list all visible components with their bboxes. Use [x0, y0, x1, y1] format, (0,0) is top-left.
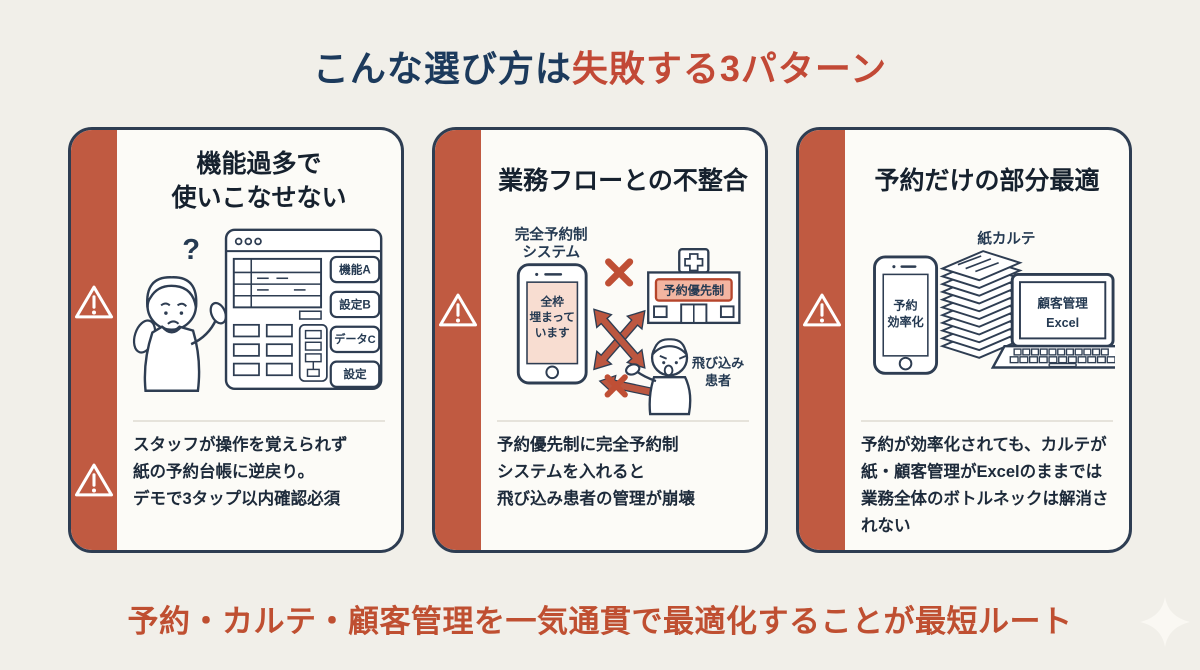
booking-phone: 予約 効率化 — [873, 255, 939, 375]
page-title-highlight: 失敗する3パターン — [571, 48, 888, 89]
laptop-screen-line: Excel — [1046, 316, 1079, 330]
card3-desc-line: 紙・顧客管理がExcelのままでは — [861, 463, 1103, 481]
hospital-sign-label: 予約優先制 — [664, 283, 725, 298]
feature-button-label: 機能A — [339, 262, 371, 276]
mini-table — [232, 257, 323, 320]
patient-label-line: 飛び込み — [691, 354, 744, 370]
phone-screen-line: います — [535, 326, 570, 339]
x-mark-icon — [605, 258, 634, 287]
footer-message: 予約・カルテ・顧客管理を一気通貫で最適化することが最短ルート — [127, 604, 1073, 639]
card3-desc-line: 業務全体のボトルネックは解消さ — [861, 490, 1109, 508]
card1-title: 機能過多で 使いこなせない — [131, 142, 387, 220]
laptop-keyboard — [1009, 348, 1115, 368]
failure-pattern-cards: 機能過多で 使いこなせない ? — [68, 127, 1132, 553]
card2-desc-line: 予約優先制に完全予約制 — [497, 436, 679, 454]
warning-icon — [802, 293, 842, 327]
card2-divider — [497, 420, 749, 422]
card3-illustration: 紙カルテ 予約 効率化 — [859, 220, 1115, 418]
paper-chart-label: 紙カルテ — [977, 229, 1035, 247]
paper-chart-stack — [941, 250, 1021, 359]
card1-desc-line: スタッフが操作を覚えられず — [133, 436, 348, 454]
card1-desc-line: デモで3タップ以内確認必須 — [133, 490, 341, 508]
feature-button-label: データC — [334, 332, 375, 346]
laptop-screen-line: 顧客管理 — [1037, 295, 1088, 310]
card3-description: 予約が効率化されても、カルテが 紙・顧客管理がExcelのままでは 業務全体のボ… — [859, 422, 1115, 540]
phone-screen-line: 効率化 — [887, 314, 923, 329]
card-partial-optimization: 予約だけの部分最適 紙カルテ 予約 効率化 — [796, 127, 1132, 553]
clinic-building: 予約優先制 — [647, 248, 741, 325]
card2-warning-sidebar — [435, 130, 481, 550]
card1-desc-line: 紙の予約台帳に逆戻り。 — [133, 463, 315, 481]
card1-illustration: ? — [131, 220, 387, 418]
card-workflow-mismatch: 業務フローとの不整合 完全予約制 システム 全枠 埋まって います — [432, 127, 768, 553]
window-dot — [254, 237, 262, 246]
feature-button-label: 設定B — [339, 297, 371, 311]
conflict-arrows — [593, 258, 655, 398]
mini-flow-panel — [298, 323, 328, 382]
phone-screen-line: 埋まって — [529, 310, 574, 324]
window-dot — [234, 237, 243, 246]
card1-description: スタッフが操作を覚えられず 紙の予約台帳に逆戻り。 デモで3タップ以内確認必須 — [131, 422, 387, 513]
card3-warning-sidebar — [799, 130, 845, 550]
double-arrow — [593, 308, 646, 369]
card2-desc-line: システムを入れると — [497, 463, 646, 481]
confused-woman-figure — [132, 276, 227, 392]
card3-content: 予約だけの部分最適 紙カルテ 予約 効率化 — [845, 130, 1129, 550]
card1-title-line2: 使いこなせない — [171, 184, 347, 212]
patient-label-line: 患者 — [705, 372, 731, 388]
card3-desc-line: 予約が効率化されても、カルテが — [861, 436, 1107, 454]
mini-buttons-grid — [232, 323, 293, 377]
phone-label-line: システム — [522, 245, 580, 261]
card3-desc-line: れない — [861, 517, 911, 535]
card3-title-line1: 予約だけの部分最適 — [874, 167, 1100, 195]
card1-content: 機能過多で 使いこなせない ? — [117, 130, 401, 550]
question-mark: ? — [182, 234, 200, 266]
workflow-mismatch-illustration: 完全予約制 システム 全枠 埋まって います — [515, 225, 744, 416]
phone-screen-line: 全枠 — [540, 294, 565, 308]
card-feature-overload: 機能過多で 使いこなせない ? — [68, 127, 404, 553]
walk-in-patient-figure — [625, 338, 692, 416]
card3-divider — [861, 420, 1113, 422]
phone-screen-line: 予約 — [893, 297, 917, 312]
warning-icon — [438, 293, 478, 327]
card2-title: 業務フローとの不整合 — [495, 142, 751, 220]
card2-illustration: 完全予約制 システム 全枠 埋まって います — [495, 220, 751, 418]
warning-icon — [74, 463, 114, 497]
warning-icon — [74, 285, 114, 319]
crm-laptop: 顧客管理 Excel — [990, 272, 1115, 369]
card2-title-line1: 業務フローとの不整合 — [498, 167, 748, 195]
card2-desc-line: 飛び込み患者の管理が崩壊 — [497, 490, 695, 508]
app-window: 機能A 設定B データC 設定 — [224, 228, 383, 391]
feature-button-label: 設定 — [343, 367, 367, 381]
feature-buttons: 機能A 設定B データC 設定 — [329, 255, 381, 388]
card1-title-line1: 機能過多で — [196, 150, 322, 178]
medical-cross-icon — [684, 253, 704, 272]
x-mark-icon — [604, 374, 628, 398]
card2-content: 業務フローとの不整合 完全予約制 システム 全枠 埋まって います — [481, 130, 765, 550]
confused-staff-illustration: ? — [132, 228, 383, 392]
card2-description: 予約優先制に完全予約制 システムを入れると 飛び込み患者の管理が崩壊 — [495, 422, 751, 513]
partial-optimization-illustration: 紙カルテ 予約 効率化 — [873, 229, 1115, 375]
window-dot — [244, 237, 253, 246]
page-title: こんな選び方は失敗する3パターン — [0, 40, 1200, 92]
card3-title: 予約だけの部分最適 — [859, 142, 1115, 220]
page-title-prefix: こんな選び方は — [312, 48, 572, 89]
card1-warning-sidebar — [71, 130, 117, 550]
phone-label-line: 完全予約制 — [515, 225, 588, 243]
booking-phone: 全枠 埋まって います — [516, 263, 588, 385]
card1-divider — [133, 420, 385, 422]
sparkle-icon — [1140, 597, 1190, 647]
